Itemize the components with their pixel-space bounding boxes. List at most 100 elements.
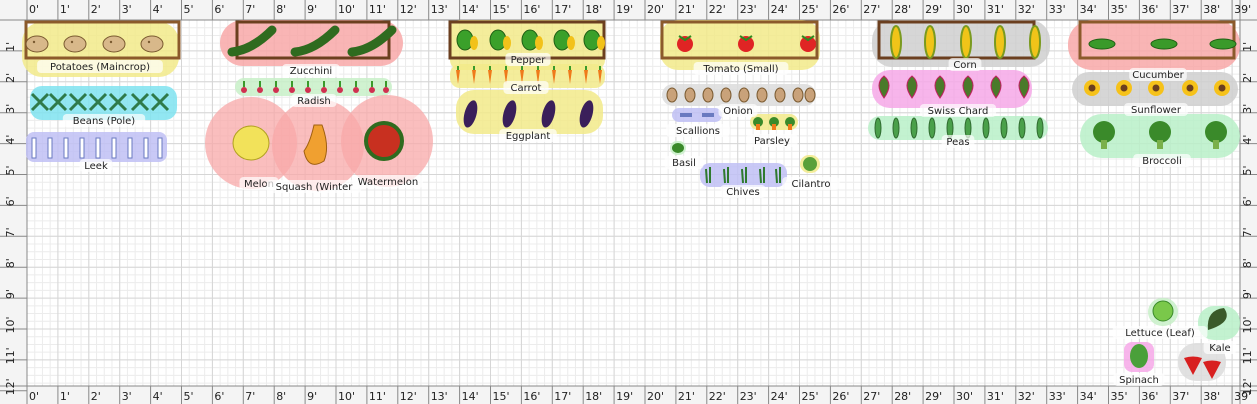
zucchini-icon xyxy=(347,25,397,57)
radish-icon xyxy=(383,87,389,93)
zucchini-icon xyxy=(290,25,340,57)
ruler-label-top: 15' xyxy=(493,3,510,16)
corn-group[interactable] xyxy=(890,25,1041,59)
peas-group[interactable] xyxy=(874,117,1044,139)
tomato-icon xyxy=(739,35,753,42)
lettuce-group[interactable] xyxy=(1152,300,1174,322)
spinach-label: Spinach xyxy=(1119,375,1159,386)
beans-area[interactable] xyxy=(30,86,177,120)
broccoli-icon xyxy=(1101,140,1107,149)
corn-icon xyxy=(890,25,902,59)
radish-group[interactable] xyxy=(241,81,389,93)
bed-cucumber[interactable] xyxy=(1078,20,1236,60)
ruler-label-bottom: 39' xyxy=(1234,390,1251,403)
chives-label-bg xyxy=(720,185,766,198)
ruler-label-bottom: 30' xyxy=(956,390,973,403)
ruler-label-bottom: 1' xyxy=(60,390,70,403)
carrot-group[interactable] xyxy=(456,66,602,84)
pepper-label-bg xyxy=(505,53,551,66)
eggplant-group[interactable] xyxy=(461,99,596,129)
ruler-label-top: 6' xyxy=(214,3,224,16)
spinach-icon xyxy=(1130,344,1148,368)
carrot-label: Carrot xyxy=(511,83,542,94)
broccoli-group[interactable] xyxy=(1093,121,1227,149)
eggplant-label: Eggplant xyxy=(506,131,551,142)
ruler-label-right: 4' xyxy=(1241,135,1254,145)
peas-label-bg xyxy=(941,135,975,148)
radish-icon xyxy=(353,87,359,93)
pepper-group[interactable] xyxy=(456,29,605,51)
ruler-label-bottom: 11' xyxy=(369,390,386,403)
watermelon-group[interactable] xyxy=(364,121,404,161)
bed-zucchini[interactable] xyxy=(235,20,391,60)
cucumber-group[interactable] xyxy=(1088,38,1237,50)
swiss-chard-area[interactable] xyxy=(872,70,1032,108)
onion-group[interactable] xyxy=(666,87,816,103)
ruler-label-top: 31' xyxy=(987,3,1004,16)
ruler-label-bottom: 37' xyxy=(1172,390,1189,403)
zucchini-group[interactable] xyxy=(227,25,397,57)
ruler-label-bottom: 36' xyxy=(1141,390,1158,403)
ruler-label-left: 4' xyxy=(4,135,17,145)
chives-group[interactable] xyxy=(705,167,781,184)
parsley-icon xyxy=(756,124,760,130)
spinach-group[interactable] xyxy=(1130,344,1148,368)
ruler-label-bottom: 15' xyxy=(493,390,510,403)
tomato-icon xyxy=(801,35,815,42)
peas-icon xyxy=(1018,117,1026,139)
ruler-label-bottom: 12' xyxy=(400,390,417,403)
scallions-area[interactable] xyxy=(672,108,722,122)
bean-icon xyxy=(30,92,50,112)
broccoli-label-bg xyxy=(1133,154,1191,167)
ruler-label-top: 37' xyxy=(1172,3,1189,16)
corn-label: Corn xyxy=(953,60,976,71)
squash-group[interactable] xyxy=(303,124,328,165)
eggplant-icon xyxy=(463,100,478,128)
beans-group[interactable] xyxy=(30,92,170,112)
ruler-label-top: 18' xyxy=(585,3,602,16)
bed-tomato[interactable] xyxy=(660,20,819,60)
basil-group[interactable] xyxy=(672,143,684,153)
onion-icon xyxy=(684,87,696,103)
chives-icon xyxy=(705,168,708,184)
chives-icon xyxy=(741,168,744,184)
leek-group[interactable] xyxy=(31,137,163,159)
ruler-label-right: 5' xyxy=(1241,165,1254,175)
radish-area[interactable] xyxy=(235,78,392,96)
corn-icon xyxy=(1029,25,1041,59)
ruler-label-top: 11' xyxy=(369,3,386,16)
sunflower-group[interactable] xyxy=(1084,80,1230,96)
carrot-icon xyxy=(472,70,476,84)
chives-area[interactable] xyxy=(700,163,787,187)
eggplant-area[interactable] xyxy=(456,90,603,134)
ruler-label-bottom: 23' xyxy=(740,390,757,403)
tomato-icon xyxy=(800,36,816,52)
plants[interactable] xyxy=(25,25,1237,380)
watermelon-label-bg xyxy=(353,175,423,188)
tomato-group[interactable] xyxy=(677,35,816,52)
ruler-label-top: 1' xyxy=(60,3,70,16)
pepper-label: Pepper xyxy=(511,55,547,66)
melon-group[interactable] xyxy=(232,125,270,161)
strawberry-group[interactable] xyxy=(1184,356,1221,380)
parsley-group[interactable] xyxy=(753,117,795,130)
swiss-chard-group[interactable] xyxy=(878,75,1030,99)
cilantro-group[interactable] xyxy=(803,157,817,171)
ruler-label-bottom: 10' xyxy=(338,390,355,403)
leek-icon xyxy=(111,137,117,159)
onion-icon xyxy=(702,87,714,103)
ruler-label-top: 35' xyxy=(1111,3,1128,16)
cucumber-label: Cucumber xyxy=(1132,70,1184,81)
ruler-label-top: 36' xyxy=(1141,3,1158,16)
ruler-label-bottom: 25' xyxy=(802,390,819,403)
leek-icon xyxy=(95,137,101,159)
kale-group[interactable] xyxy=(1207,308,1227,330)
chard-icon xyxy=(934,75,946,99)
potatoes-group[interactable] xyxy=(25,35,164,53)
bed-potatoes[interactable] xyxy=(24,20,181,60)
ruler-label-top: 12' xyxy=(400,3,417,16)
pepper-icon xyxy=(470,36,478,50)
potatoes-label: Potatoes (Maincrop) xyxy=(50,62,150,73)
